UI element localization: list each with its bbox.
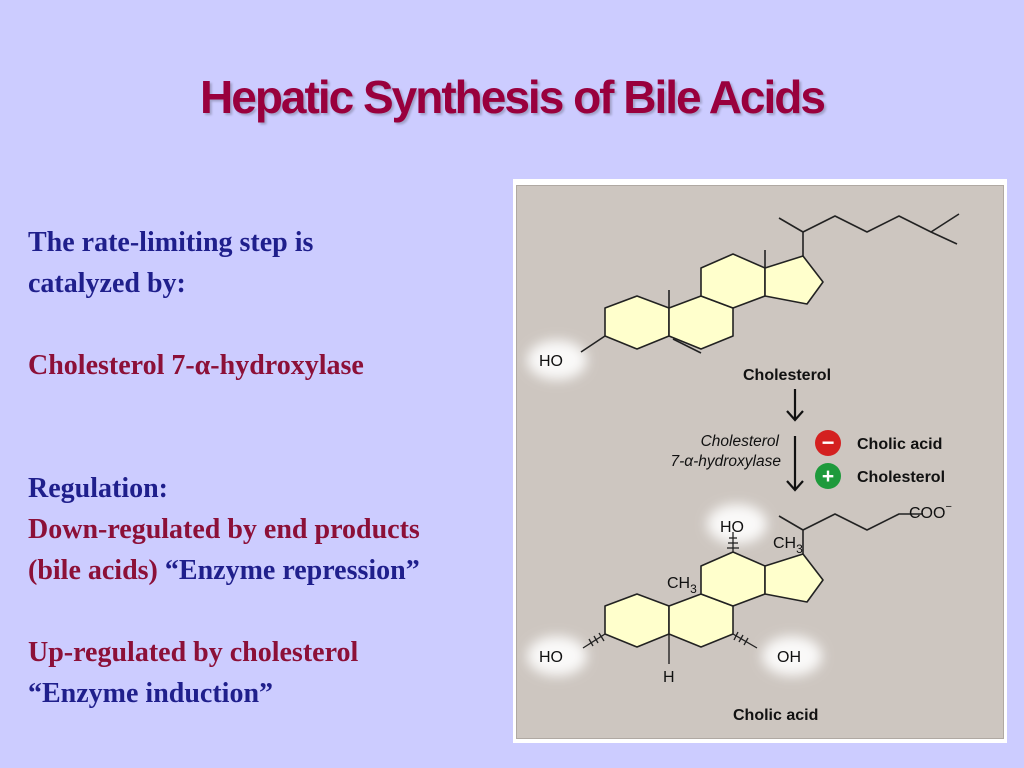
ring-d (764, 255, 824, 305)
pathway-figure: HO Cholesterol Cholesterol 7-α-hydroxyla… (516, 185, 1004, 739)
enzyme-name: Cholesterol 7-α-hydroxylase (28, 350, 364, 381)
slide-title: Hepatic Synthesis of Bile Acids (200, 71, 826, 123)
regulation-heading: Regulation: (28, 473, 168, 504)
cholic-acid-structure (527, 504, 923, 676)
cholic-ho-top-label: HO (720, 519, 744, 536)
minus-icon (815, 430, 841, 456)
cholic-ho-left-label: HO (539, 649, 563, 666)
down-regulated-line2: (bile acids) “Enzyme repression” (28, 550, 508, 591)
plus-icon (815, 463, 841, 489)
text-column: The rate-limiting step is catalyzed by: … (28, 222, 508, 714)
rate-limiting-line2: catalyzed by: (28, 268, 186, 299)
down-regulated-bile-acids: (bile acids) (28, 555, 165, 586)
enzyme-label-line2: 7-α-hydroxylase (671, 453, 782, 470)
ch3-lower-label: CH3 (667, 575, 697, 596)
ring-a (604, 295, 670, 350)
enzyme-label-line1: Cholesterol (701, 433, 780, 450)
activator-symbol: + (822, 465, 834, 488)
cholesterol-ho-label: HO (539, 353, 563, 370)
ring-c (700, 253, 766, 309)
pathway-diagram: HO Cholesterol Cholesterol 7-α-hydroxyla… (527, 213, 960, 724)
down-regulated-line1: Down-regulated by end products (28, 514, 420, 545)
cholic-acid-label: Cholic acid (733, 707, 818, 724)
coo-label: COO− (909, 501, 952, 522)
h-label: H (663, 669, 675, 686)
up-regulated-line1: Up-regulated by cholesterol (28, 637, 359, 668)
ring-a (604, 593, 670, 648)
cholic-oh-right-label: OH (777, 649, 801, 666)
ch3-upper-label: CH3 (773, 535, 803, 556)
up-regulated-line2: “Enzyme induction” (28, 678, 274, 709)
reaction-arrows (786, 389, 804, 492)
cholesterol-structure (527, 213, 960, 380)
inhibitor-symbol: − (822, 430, 835, 455)
enzyme-repression: “Enzyme repression” (164, 555, 420, 586)
inhibitor-label: Cholic acid (857, 436, 942, 453)
ring-d (764, 553, 824, 603)
rate-limiting-line1: The rate-limiting step is (28, 227, 314, 258)
pathway-figure-frame: HO Cholesterol Cholesterol 7-α-hydroxyla… (513, 179, 1007, 743)
ring-c (700, 551, 766, 607)
activator-label: Cholesterol (857, 469, 945, 486)
cholesterol-label: Cholesterol (743, 367, 831, 384)
